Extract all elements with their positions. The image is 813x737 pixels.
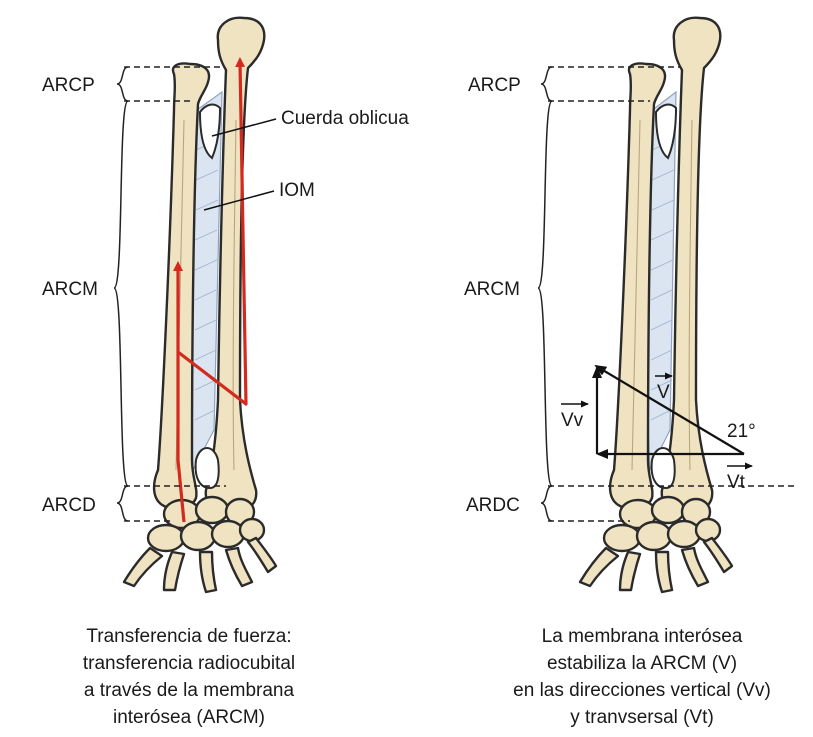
left-caption-line-4: interósea (ARCM) (113, 707, 265, 728)
vector-label-v: V (657, 382, 670, 403)
right-caption-line-3: en las direcciones vertical (Vv) (513, 680, 771, 701)
right-label-arcp: ARCP (468, 75, 521, 96)
callout-oblique-cord: Cuerda oblicua (281, 108, 409, 129)
callout-iom: IOM (279, 180, 315, 201)
brace-arcp-right (541, 67, 552, 101)
left-caption-line-2: transferencia radiocubital (83, 653, 295, 674)
left-caption-line-1: Transferencia de fuerza: (86, 626, 291, 647)
right-label-arcm: ARCM (464, 279, 520, 300)
right-panel: ARCP ARCM ARDC V Vv Vt 21° La membrana i… (464, 18, 798, 728)
right-caption-line-1: La membrana interósea (542, 626, 743, 647)
left-label-arcm: ARCM (42, 279, 98, 300)
vector-label-vt: Vt (727, 472, 746, 493)
vector-label-vv: Vv (561, 410, 584, 431)
brace-arcm-right (538, 101, 552, 486)
brace-ardc-right (541, 486, 552, 521)
right-label-ardc: ARDC (466, 495, 520, 516)
left-panel: ARCP ARCM ARCD Cuerda oblicua IOM Transf… (42, 18, 409, 728)
distal-gap (196, 448, 219, 488)
right-caption-line-4: y tranvsersal (Vt) (570, 707, 714, 728)
brace-arcm (114, 101, 128, 486)
right-caption-line-2: estabiliza la ARCM (V) (547, 653, 737, 674)
left-caption-line-3: a través de la membrana (84, 680, 295, 701)
carpal-bones (124, 497, 276, 592)
brace-arcd (117, 486, 128, 521)
left-label-arcd: ARCD (42, 495, 96, 516)
brace-arcp (117, 67, 128, 101)
left-label-arcp: ARCP (42, 75, 95, 96)
carpal-bones-right (580, 497, 732, 592)
angle-label: 21° (727, 421, 756, 442)
